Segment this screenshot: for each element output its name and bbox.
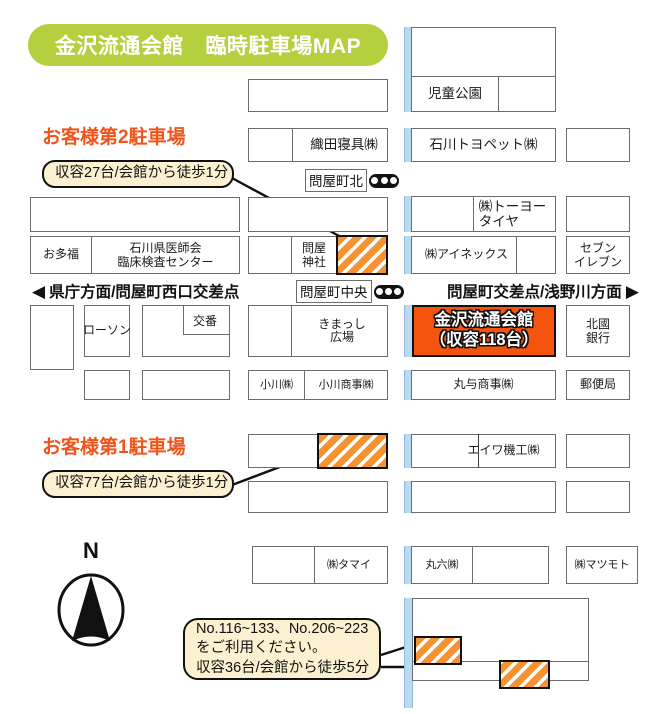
block-ogawa-shoji: 小川商事㈱: [304, 370, 388, 400]
main-building-capacity: （収容118台）: [429, 331, 539, 349]
parking-lot-1-hatched: [317, 433, 388, 469]
lot1-callout: 収容77台/会館から徒歩1分: [42, 470, 234, 498]
block-empty-left-1: [30, 197, 240, 232]
block-label: 交番: [192, 314, 217, 329]
block-label: 石川県医師会 臨床検査センター: [117, 240, 214, 269]
block-empty-mid-2: [248, 236, 292, 274]
block-empty-mid-3: [142, 370, 230, 400]
block-empty-right-2: [566, 434, 630, 468]
parcel-divider: [183, 334, 230, 336]
block-seven-eleven: セブン イレブン: [566, 236, 630, 274]
lot2-heading: お客様第2駐車場: [42, 127, 186, 148]
main-building-name: 金沢流通会館: [434, 311, 534, 330]
direction-left-label: 県庁方面/問屋町西口交差点: [49, 284, 240, 301]
block-jido-koen-right: [498, 76, 556, 112]
block-label: 北國 銀行: [585, 316, 610, 345]
block-maruroku: 丸六㈱: [411, 546, 473, 584]
traffic-signal-icon: [369, 173, 399, 188]
block-hokkoku-bank: 北國 銀行: [566, 305, 630, 357]
parcel-divider: [314, 546, 316, 584]
block-ogawa: 小川㈱: [248, 370, 305, 400]
block-label: エイワ機工㈱: [467, 443, 540, 458]
parcel-divider: [478, 434, 480, 468]
block-label: 織田寝具㈱: [310, 137, 378, 153]
block-otafuku: お多福: [30, 236, 92, 274]
block-label: ローソン: [83, 323, 132, 338]
block-label: きまっし 広場: [318, 316, 366, 344]
main-building-kanazawa-ryutsu-kaikan: 金沢流通会館 （収容118台）: [412, 305, 556, 357]
intersection-name: 問屋町北: [305, 169, 367, 192]
parcel-divider: [292, 128, 294, 162]
block-toyo-tire-upper: ㈱トーヨー タイヤ: [411, 196, 556, 232]
parcel-divider: [291, 305, 293, 357]
block-empty-mid-4: [248, 481, 388, 513]
compass-north-label: N: [83, 538, 99, 563]
lot2-callout: 収容27台/会館から徒歩1分: [42, 160, 234, 188]
block-label: 児童公園: [428, 86, 482, 102]
block-empty-right-4: [566, 481, 630, 513]
block-empty-mid-1: [248, 197, 388, 232]
parcel-divider: [516, 236, 518, 274]
arrow-right-icon: ▶: [625, 281, 639, 301]
compass-rose: N: [48, 538, 134, 650]
block-label: 小川商事㈱: [318, 378, 374, 391]
block-maruyo-shoji: 丸与商事㈱: [411, 370, 556, 400]
block-label: 小川㈱: [260, 378, 293, 391]
block-matsumoto: ㈱マツモト: [566, 546, 638, 584]
block-ishikawa-ishikai: 石川県医師会 臨床検査センター: [91, 236, 240, 274]
block-empty-top-right: [566, 128, 630, 162]
parking-lot-3-hatched-b: [499, 660, 550, 689]
block-label: 郵便局: [579, 377, 616, 392]
intersection-tonyamachi-chuo: 問屋町中央: [296, 280, 404, 303]
block-label: 石川トヨペット㈱: [429, 137, 538, 153]
traffic-signal-icon: [373, 284, 404, 299]
block-label: 丸与商事㈱: [453, 377, 514, 392]
block-empty-right-1: [566, 196, 630, 232]
parking-lot-3-hatched-a: [414, 636, 462, 665]
block-label: ㈱アイネックス: [424, 247, 509, 262]
block-eiwa-kiko: エイワ機工㈱: [411, 434, 556, 468]
parcel-divider: [473, 196, 475, 232]
block-label: 丸六㈱: [425, 558, 459, 571]
block-yubinkyoku: 郵便局: [566, 370, 630, 400]
block-lawson: ローソン: [83, 305, 132, 357]
arrow-left-icon: ◀: [32, 281, 46, 301]
block-jido-koen-left: 児童公園: [411, 76, 499, 112]
direction-right-label: 問屋町交差点/浅野川方面: [447, 284, 622, 301]
block-label: ㈱トーヨー タイヤ: [478, 198, 547, 229]
lot3-callout: No.116~133、No.206~223 をご利用ください。 収容36台/会館…: [183, 618, 381, 680]
block-empty-left-tall: [30, 305, 74, 370]
block-kimasshi-hiroba: きまっし 広場: [248, 305, 388, 357]
intersection-tonyamachi-kita: 問屋町北: [305, 169, 399, 192]
direction-right: 問屋町交差点/浅野川方面 ▶: [447, 280, 639, 302]
block-label: ㈱タマイ: [327, 558, 371, 571]
block-jido-koen-upper: [411, 27, 556, 77]
block-label: セブン イレブン: [573, 240, 622, 269]
intersection-name: 問屋町中央: [296, 280, 372, 303]
block-empty-left-2: [84, 370, 130, 400]
compass-icon: [57, 573, 125, 647]
block-empty-right-5: [472, 546, 549, 584]
block-empty-upper-mid: [248, 79, 388, 112]
direction-left: ◀ 県庁方面/問屋町西口交差点: [32, 280, 239, 302]
block-ainex: ㈱アイネックス: [411, 236, 556, 274]
block-label: 問屋 神社: [301, 240, 326, 269]
block-tonya-jinja: 問屋 神社: [291, 236, 337, 274]
lot3-callout-line-3: 収容36台/会館から徒歩5分: [196, 659, 370, 676]
lot1-heading: お客様第1駐車場: [42, 437, 186, 458]
page-title: 金沢流通会館 臨時駐車場MAP: [28, 24, 388, 66]
block-oda-shingu: 織田寝具㈱: [248, 128, 388, 162]
parking-lot-2-hatched: [336, 235, 388, 275]
lot2-callout-line: 収容27台/会館から徒歩1分: [55, 165, 229, 182]
block-ishikawa-toyopet: 石川トヨペット㈱: [411, 128, 556, 162]
lot3-callout-line-1: No.116~133、No.206~223: [196, 621, 369, 638]
block-koban-parcel: 交番: [142, 305, 230, 357]
block-label: ㈱マツモト: [574, 558, 630, 571]
block-label: お多福: [42, 247, 79, 262]
lot1-callout-line: 収容77台/会館から徒歩1分: [55, 475, 229, 492]
block-tamai-parcel: ㈱タマイ: [252, 546, 388, 584]
parcel-divider: [183, 305, 185, 335]
block-empty-right-3: [411, 481, 556, 513]
lot3-callout-line-2: をご利用ください。: [196, 640, 327, 657]
